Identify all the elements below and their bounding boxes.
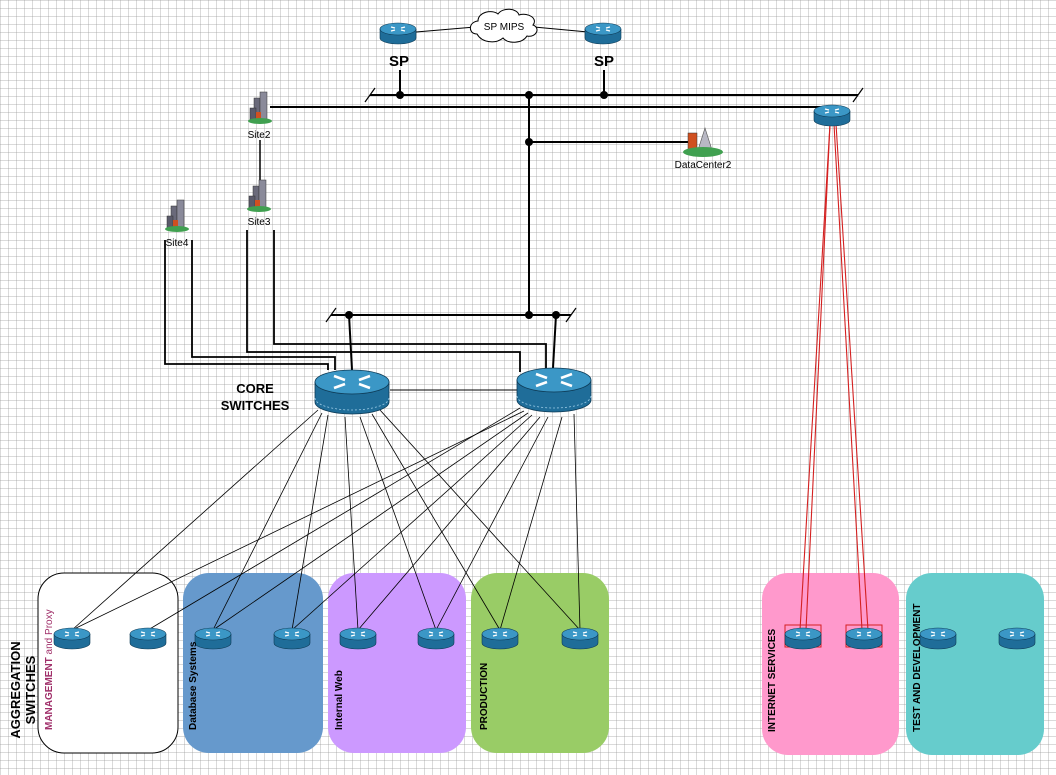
- zone-label-management-suffix: and Proxy: [44, 609, 55, 657]
- building-icon: [246, 179, 272, 213]
- datacenter-icon: [683, 127, 723, 157]
- core-heading-line1: CORE: [236, 381, 274, 396]
- router-icon[interactable]: [53, 627, 91, 650]
- building-icon: [164, 199, 190, 233]
- datacenter2-label: DataCenter2: [675, 160, 732, 171]
- site-uplinks: [164, 230, 547, 372]
- zone-production: [471, 573, 609, 753]
- sp-router-right[interactable]: SP: [584, 22, 622, 70]
- core-heading-line2: SWITCHES: [221, 398, 290, 413]
- core-switch-left[interactable]: [313, 368, 391, 416]
- site3-node[interactable]: Site3: [246, 179, 272, 228]
- router-icon[interactable]: [481, 627, 519, 650]
- zone-internal-web: [328, 573, 466, 753]
- building-icon: [247, 91, 273, 125]
- sp-mips-cloud: SP MIPS: [469, 8, 538, 43]
- internet-links: [799, 123, 869, 631]
- wan-links: [259, 26, 864, 313]
- internet-edge-router[interactable]: [813, 104, 851, 127]
- router-icon[interactable]: [194, 627, 232, 650]
- site2-node[interactable]: Site2: [247, 91, 273, 141]
- sp-router-label: SP: [594, 53, 614, 70]
- router-icon[interactable]: [998, 627, 1036, 650]
- router-icon: [515, 366, 593, 414]
- datacenter2-node[interactable]: DataCenter2: [675, 127, 732, 171]
- router-icon: [813, 104, 851, 127]
- aggregation-heading-line1: AGGREGATION: [8, 641, 23, 738]
- router-icon: [584, 22, 622, 45]
- router-icon[interactable]: [784, 627, 822, 650]
- zone-label-database: Database Systems: [188, 641, 199, 730]
- site4-node[interactable]: Site4: [164, 199, 190, 249]
- zone-management: [37, 572, 179, 754]
- aggregation-switches: [53, 624, 1036, 650]
- sp-router-label: SP: [389, 53, 409, 70]
- zone-test-development: [906, 573, 1044, 755]
- zone-database-systems: [183, 573, 323, 753]
- router-icon[interactable]: [339, 627, 377, 650]
- router-icon[interactable]: [561, 627, 599, 650]
- zone-label-management: MANAGEMENT and Proxy: [44, 609, 55, 730]
- router-icon: [313, 368, 391, 416]
- cloud-icon: [469, 8, 538, 43]
- router-icon[interactable]: [845, 627, 883, 650]
- zone-internet-services: [762, 573, 899, 755]
- zone-label-testdev: TEST AND DEVELOPMENT: [912, 603, 923, 732]
- site4-label: Site4: [166, 238, 189, 249]
- aggregation-links: [71, 407, 581, 631]
- zone-label-internet: INTERNET SERVICES: [767, 629, 778, 732]
- router-icon[interactable]: [273, 627, 311, 650]
- router-icon[interactable]: [919, 627, 957, 650]
- cloud-label: SP MIPS: [484, 22, 525, 33]
- core-switch-right[interactable]: [515, 366, 593, 414]
- zone-label-internal-web: Internal Web: [334, 670, 345, 730]
- router-icon: [379, 22, 417, 45]
- site3-label: Site3: [248, 217, 271, 228]
- router-icon[interactable]: [129, 627, 167, 650]
- sp-router-left[interactable]: SP: [379, 22, 417, 70]
- aggregation-heading-line2: SWITCHES: [23, 655, 38, 724]
- zone-label-management-main: MANAGEMENT: [44, 657, 55, 730]
- site2-label: Site2: [248, 130, 271, 141]
- router-icon[interactable]: [417, 627, 455, 650]
- zone-label-production: PRODUCTION: [479, 663, 490, 730]
- core-segment: [325, 307, 577, 391]
